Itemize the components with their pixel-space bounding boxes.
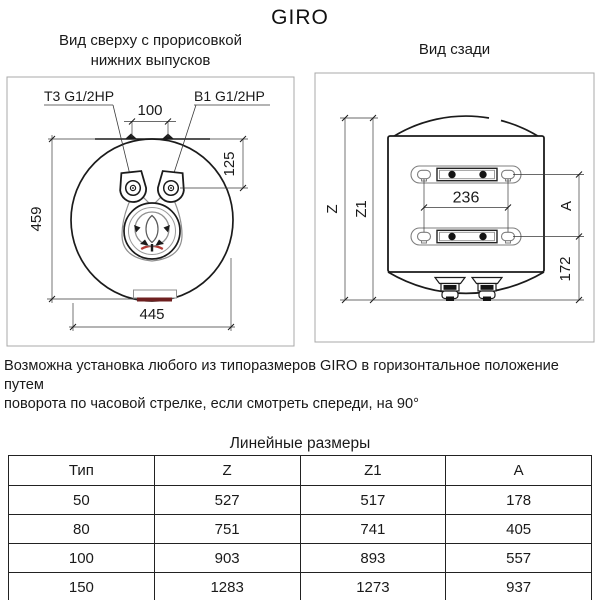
outlet-b1 [157,170,185,203]
dimensions-table: Тип Z Z1 A 50 527 517 178 80 751 741 405… [8,455,592,600]
label-leaders [112,104,197,180]
top-view-caption-line2: нижних выпусков [90,51,211,69]
table-cell: 517 [299,485,447,515]
knob-grip [145,214,159,244]
dim-label-125: 125 [221,151,238,176]
table-cell: 150 [8,572,155,600]
top-view-caption-line1: Вид сверху с прорисовкой [59,32,242,49]
table-row: 50 527 517 178 [8,485,592,515]
table-title: Линейные размеры [229,435,371,452]
table-header-cell: Z1 [299,455,447,486]
dim-outlet-spacing [124,118,176,137]
table-row: 150 1283 1273 937 [8,572,592,600]
table-cell: 405 [445,514,592,544]
dim-bracket-holes [420,179,512,232]
table-cell: 100 [8,543,155,573]
dim-label-236: 236 [453,190,480,207]
table-row: 80 751 741 405 [8,514,592,544]
dim-width [69,258,235,331]
page-title: GIRO [271,6,329,29]
bottom-fitting-right [470,276,504,301]
table-cell: 751 [153,514,301,544]
mounting-bracket-upper [410,165,522,184]
installation-note: Возможна установка любого из типоразмеро… [4,357,598,414]
table-cell: 903 [153,543,301,573]
table-header-cell: Тип [8,455,155,486]
table-cell: 50 [8,485,155,515]
thermostat-knob [123,202,181,260]
dim-label-z1: Z1 [353,200,370,218]
table-cell: 893 [299,543,447,573]
dim-label-z: Z [324,204,341,213]
bottom-fitting-left [433,276,467,301]
dim-a-172 [513,171,584,304]
table-header-cell: Z [153,455,301,486]
dim-label-a: A [558,201,575,211]
table-cell: 741 [299,514,447,544]
installation-note-line2: поворота по часовой стрелке, если смотре… [4,395,419,412]
table-row: 100 903 893 557 [8,543,592,573]
outlet-label-t3: Т3 G1/2НР [44,88,114,104]
pipe-stub-left [125,133,137,139]
table-cell: 527 [153,485,301,515]
bottom-tab [133,289,177,299]
table-cell: 178 [445,485,592,515]
mounting-bracket-lower [410,227,522,246]
table-cell: 557 [445,543,592,573]
technical-drawing: 100 Т3 G1/2НР В1 G1/2НР [6,72,595,347]
dim-depth [47,135,152,303]
table-cell: 1273 [299,572,447,600]
dim-label-459: 459 [28,206,45,231]
dim-label-172: 172 [557,256,574,281]
dim-label-445: 445 [139,306,164,323]
rear-view-drawing: Z Z1 [314,72,595,343]
outlet-label-b1: В1 G1/2НР [194,88,265,104]
table-cell: 1283 [153,572,301,600]
table-header-row: Тип Z Z1 A [8,455,592,486]
dim-outlet-offset [180,135,248,192]
table-header-cell: A [445,455,592,486]
top-view-drawing: 100 Т3 G1/2НР В1 G1/2НР [6,76,295,347]
installation-note-line1: Возможна установка любого из типоразмеро… [4,358,559,393]
rear-view-caption: Вид сзади [418,41,491,58]
dim-label-100: 100 [137,102,162,119]
table-cell: 80 [8,514,155,544]
table-cell: 937 [445,572,592,600]
outlet-t3 [119,170,147,203]
top-view-caption: Вид сверху с прорисовкой нижних выпусков [7,31,294,71]
